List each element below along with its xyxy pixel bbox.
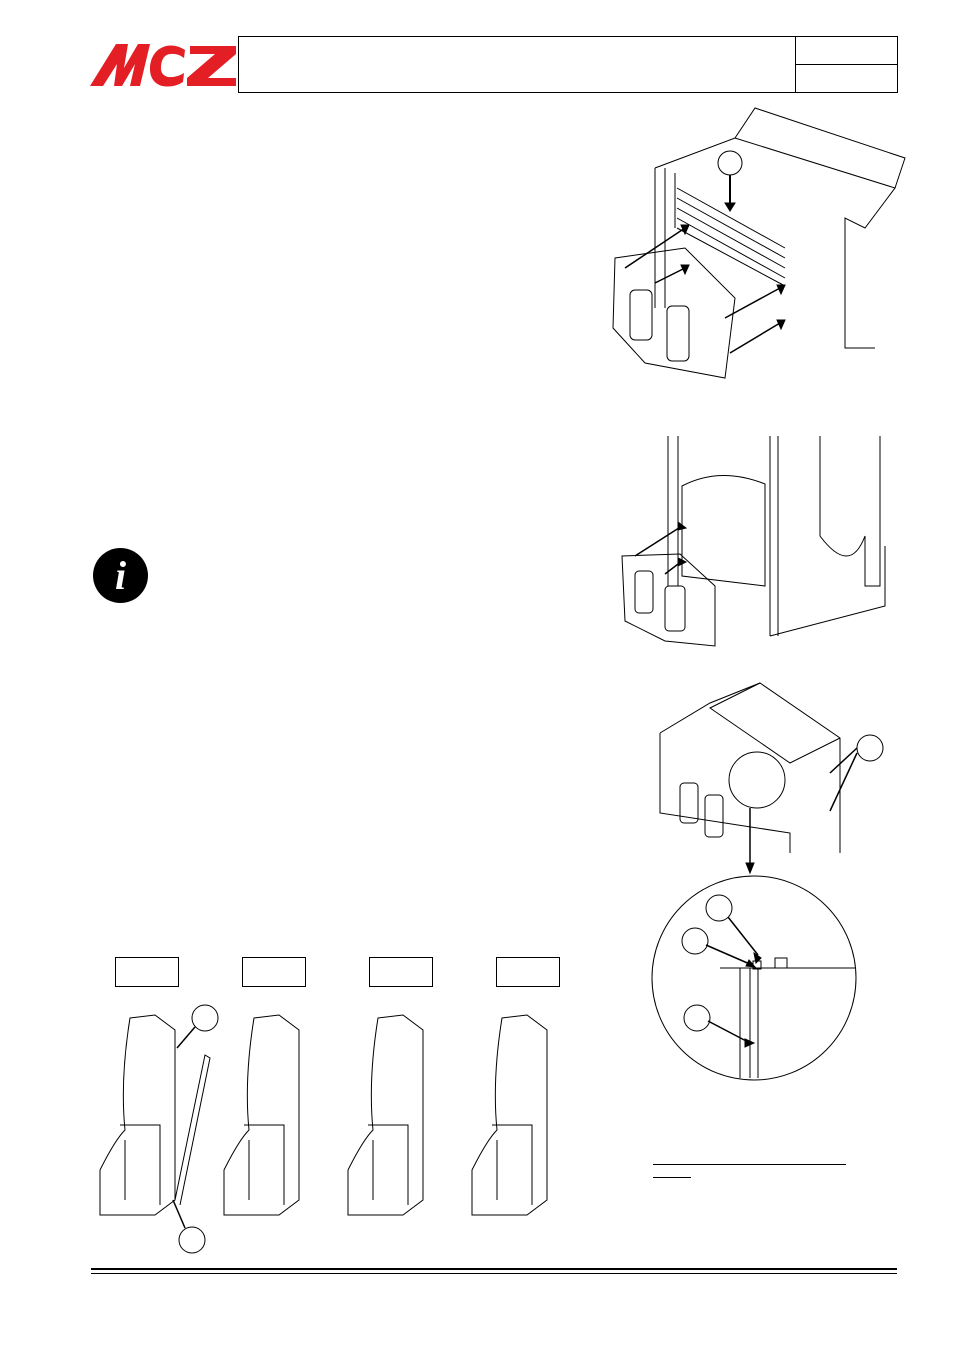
figure-side-panel-removal [621,436,886,647]
footer-rule-thin [91,1273,897,1274]
header-code-box [795,36,898,66]
figure-top-detail [651,682,884,1081]
step-box-2 [242,957,306,987]
header-page-box [795,64,898,93]
caption-underline [653,1164,846,1165]
mcz-logo [90,44,236,87]
step-box-4 [496,957,560,987]
step-box-1 [115,957,179,987]
caption-underline-short [653,1177,691,1178]
info-icon: i [93,548,148,603]
step-box-3 [369,957,433,987]
figure-step-sequence [99,1004,548,1254]
header-title-box [238,36,798,93]
figure-front-panel-removal [612,107,906,379]
footer-rule [91,1268,897,1270]
